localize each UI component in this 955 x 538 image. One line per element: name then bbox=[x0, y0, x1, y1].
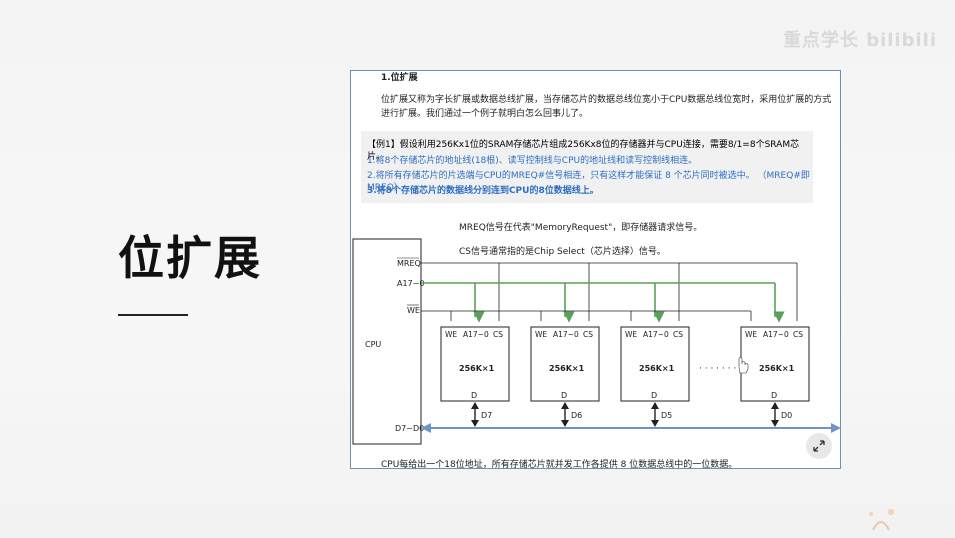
svg-text:CS: CS bbox=[583, 330, 593, 339]
svg-text:A17~0: A17~0 bbox=[643, 330, 669, 339]
svg-text:CS: CS bbox=[673, 330, 683, 339]
chip-1: WE A17~0 CS 256K×1 D bbox=[440, 326, 510, 402]
chip-4: WE A17~0 CS 256K×1 D bbox=[740, 326, 810, 402]
hand-cursor-icon bbox=[738, 357, 749, 374]
cpu-box bbox=[352, 238, 422, 445]
expand-arrows-icon[interactable] bbox=[806, 433, 832, 459]
svg-text:WE: WE bbox=[625, 330, 637, 339]
chip-2: WE A17~0 CS 256K×1 D bbox=[530, 326, 600, 402]
doc-intro-line2: 进行扩展。我们通过一个例子就明白怎么回事儿了。 bbox=[381, 109, 589, 119]
svg-text:CS: CS bbox=[793, 330, 803, 339]
document-image-frame: 1.位扩展 位扩展又称为字长扩展或数据总线扩展，当存储芯片的数据总线位宽小于CP… bbox=[350, 70, 841, 469]
chip-3: WE A17~0 CS 256K×1 D bbox=[620, 326, 690, 402]
svg-text:A17~0: A17~0 bbox=[763, 330, 789, 339]
svg-text:D: D bbox=[651, 391, 657, 400]
data-bus-label: D7~D0 bbox=[395, 424, 424, 433]
sparkle-icon bbox=[869, 509, 894, 531]
mreq-note: MREQ信号在代表"MemoryRequest"，即存储器请求信号。 bbox=[459, 223, 703, 233]
example-item-2: 2.将所有存储芯片的片选端与CPU的MREQ#信号相连，只有这样才能保证 8 个… bbox=[367, 171, 810, 193]
svg-text:D: D bbox=[771, 391, 777, 400]
svg-text:A17~0: A17~0 bbox=[553, 330, 579, 339]
example-box: 【例1】假设利用256Kx1位的SRAM存储芯片组成256Kx8位的存储器并与C… bbox=[361, 131, 813, 203]
slide-title: 位扩展 bbox=[118, 231, 262, 285]
mreq-label: MREQ bbox=[397, 259, 421, 268]
bilibili-watermark: 重点学长 bilibili bbox=[782, 30, 937, 51]
addr-label: A17~0 bbox=[397, 279, 424, 288]
svg-text:A17~0: A17~0 bbox=[463, 330, 489, 339]
svg-text:256K×1: 256K×1 bbox=[759, 364, 795, 373]
d0-label: D0 bbox=[781, 411, 792, 420]
svg-text:CS: CS bbox=[493, 330, 503, 339]
svg-text:D: D bbox=[471, 391, 477, 400]
svg-text:WE: WE bbox=[535, 330, 547, 339]
chips-ellipsis: · · · · · · · bbox=[699, 364, 736, 374]
we-label: WE bbox=[407, 306, 420, 315]
cpu-label: CPU bbox=[365, 340, 381, 349]
svg-text:WE: WE bbox=[445, 330, 457, 339]
d7-label: D7 bbox=[481, 411, 492, 420]
doc-intro-line1: 位扩展又称为字长扩展或数据总线扩展，当存储芯片的数据总线位宽小于CPU数据总线位… bbox=[381, 95, 832, 105]
svg-text:256K×1: 256K×1 bbox=[459, 364, 495, 373]
title-underline bbox=[118, 314, 188, 316]
doc-heading: 1.位扩展 bbox=[381, 73, 418, 83]
example-item-1: 1.将8个存储芯片的地址线(18根)、读写控制线与CPU的地址线和读写控制线相连… bbox=[367, 156, 698, 166]
bit-extension-diagram: CPU MREQ A17~0 WE D7~D0 WE A17~0 CS bbox=[352, 238, 840, 445]
svg-text:WE: WE bbox=[745, 330, 757, 339]
d6-label: D6 bbox=[571, 411, 582, 420]
example-title: 【例1】假设利用256Kx1位的SRAM存储芯片组成256Kx8位的存储器并与C… bbox=[367, 140, 800, 162]
svg-text:256K×1: 256K×1 bbox=[549, 364, 585, 373]
svg-text:D: D bbox=[561, 391, 567, 400]
d5-label: D5 bbox=[661, 411, 672, 420]
diagram-caption: CPU每给出一个18位地址，所有存储芯片就并发工作各提供 8 位数据总线中的一位… bbox=[381, 460, 738, 469]
svg-text:256K×1: 256K×1 bbox=[639, 364, 675, 373]
example-item-3: 3.将8个存储芯片的数据线分别连到CPU的8位数据线上。 bbox=[367, 186, 599, 196]
cs-note: CS信号通常指的是Chip Select（芯片选择）信号。 bbox=[459, 247, 666, 257]
